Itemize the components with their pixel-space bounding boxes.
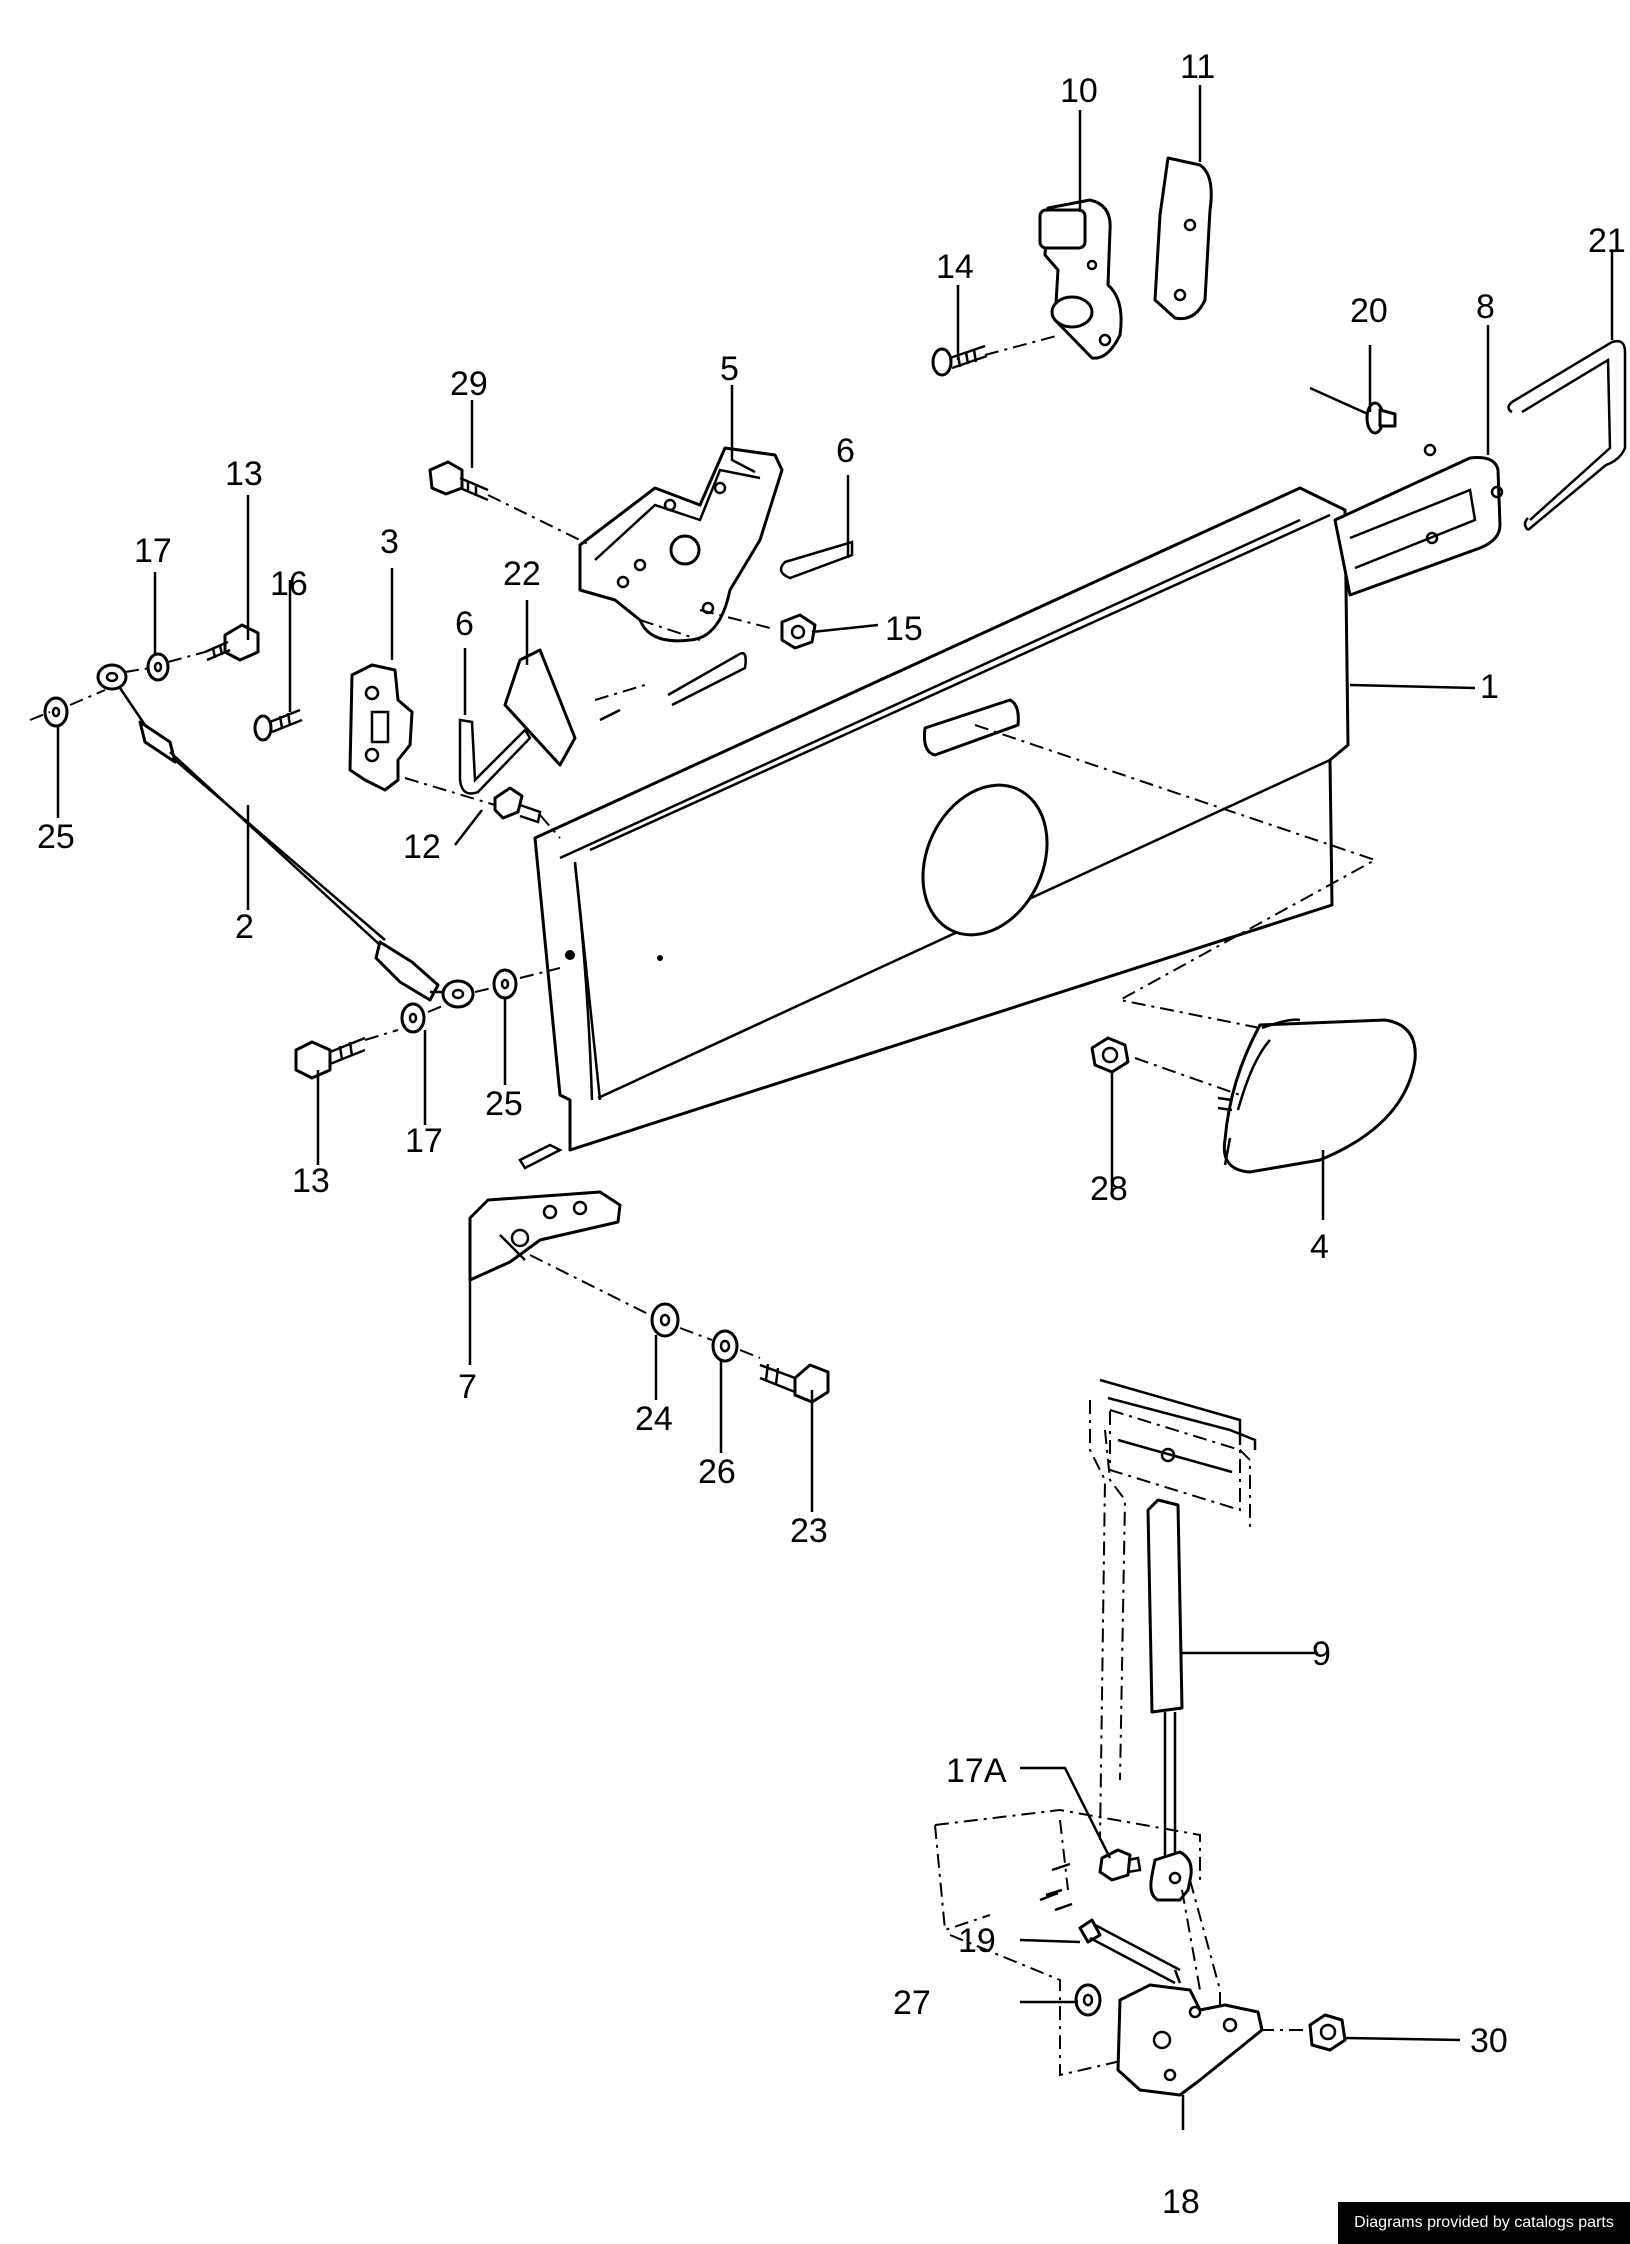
callout-9: 9	[1312, 1635, 1331, 1673]
latch-plate	[1153, 156, 1213, 321]
callout-25-lower: 25	[485, 1085, 523, 1123]
callout-23: 23	[790, 1512, 828, 1550]
washer-25-lower	[492, 968, 518, 1000]
clip-22	[503, 648, 577, 767]
bolt-13-lower	[294, 1036, 366, 1080]
tailgate-panel	[518, 339, 1627, 1170]
diagram-credit: Diagrams provided by catalogs parts	[1338, 2202, 1630, 2244]
callout-13-upper: 13	[225, 455, 263, 493]
leader-lines	[56, 85, 1614, 2130]
callout-6-lower: 6	[455, 605, 474, 643]
callout-8: 8	[1476, 288, 1495, 326]
callout-15: 15	[885, 610, 923, 648]
nut-15	[780, 613, 817, 650]
screw-14	[931, 344, 988, 377]
callout-28: 28	[1090, 1170, 1128, 1208]
callout-4: 4	[1310, 1228, 1329, 1266]
callout-14: 14	[936, 248, 974, 286]
lock-3	[348, 663, 414, 792]
washer-17-lower	[400, 1002, 426, 1034]
support-cable-2	[96, 663, 475, 1009]
handle-mechanism	[578, 446, 784, 643]
bolt-23	[759, 1363, 830, 1404]
lower-bracket-area	[934, 1808, 1347, 2097]
callout-13-lower: 13	[292, 1162, 330, 1200]
callout-3: 3	[380, 523, 399, 561]
callout-12: 12	[403, 828, 441, 866]
washer-17-upper	[146, 652, 170, 682]
rod-6-upper	[779, 540, 854, 580]
hinge-7	[468, 1190, 622, 1282]
callout-19: 19	[958, 1922, 996, 1960]
callout-16: 16	[270, 565, 308, 603]
latch-part	[1038, 198, 1123, 360]
callout-10: 10	[1060, 72, 1098, 110]
callout-2: 2	[235, 908, 254, 946]
callout-7: 7	[458, 1368, 477, 1406]
callout-26: 26	[698, 1453, 736, 1491]
clip-12	[493, 786, 542, 824]
callout-17-upper: 17	[134, 532, 172, 570]
callout-labels: 1 2 3 4 5 6 6 7 8 9 10 11 12 13 13 14 15…	[37, 48, 1626, 2221]
callout-21: 21	[1588, 222, 1626, 260]
rod-6-lower	[458, 651, 747, 795]
callout-6-upper: 6	[836, 432, 855, 470]
callout-30: 30	[1470, 2022, 1508, 2060]
callout-27: 27	[893, 1984, 931, 2022]
alignment-lines	[29, 334, 1378, 2031]
washer-26	[711, 1329, 739, 1363]
callout-5: 5	[720, 350, 739, 388]
bolt-13-upper	[204, 623, 260, 662]
washer-25-upper	[43, 696, 69, 728]
rivet-20	[1309, 386, 1397, 435]
callout-24: 24	[635, 1400, 673, 1438]
callout-1: 1	[1480, 668, 1499, 706]
bolt-29	[428, 460, 489, 502]
callout-17-lower: 17	[405, 1122, 443, 1160]
callout-25-upper: 25	[37, 818, 75, 856]
washer-24	[650, 1302, 680, 1338]
callout-29: 29	[450, 365, 488, 403]
nut-28	[1090, 1036, 1130, 1074]
screw-16	[253, 708, 303, 742]
callout-20: 20	[1350, 292, 1388, 330]
callout-22: 22	[503, 555, 541, 593]
license-lamp-4	[1217, 1018, 1417, 1174]
callout-17A: 17A	[946, 1752, 1007, 1790]
strut-area	[1089, 1378, 1257, 1902]
callout-18: 18	[1162, 2183, 1200, 2221]
callout-11: 11	[1180, 48, 1215, 86]
